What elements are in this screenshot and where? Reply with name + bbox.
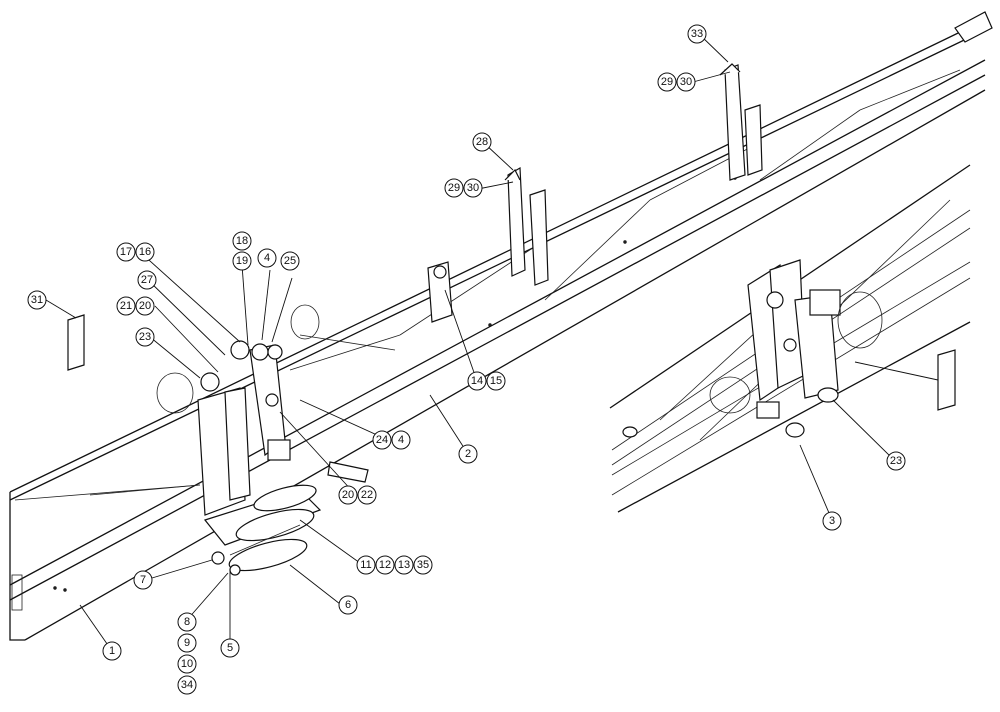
callout-33: 33	[687, 24, 707, 44]
callout-label: 12	[379, 559, 391, 571]
callout-16: 16	[135, 242, 155, 262]
callout-27: 27	[137, 270, 157, 290]
callout-label: 14	[471, 375, 483, 387]
callout-21: 21	[116, 296, 136, 316]
callout-23-left: 23	[135, 327, 155, 347]
callout-13: 13	[394, 555, 414, 575]
callout-label: 34	[181, 679, 193, 691]
callout-label: 30	[467, 182, 479, 194]
callout-28: 28	[472, 132, 492, 152]
callout-label: 11	[360, 559, 371, 571]
callout-7: 7	[133, 570, 153, 590]
callout-label: 29	[448, 182, 460, 194]
callout-4-upper: 4	[257, 248, 277, 268]
callout-14: 14	[467, 371, 487, 391]
callout-label: 19	[236, 255, 248, 267]
callout-label: 29	[661, 76, 673, 88]
callout-label: 2	[465, 448, 471, 460]
callout-label: 20	[139, 300, 151, 312]
pivot-bracket-assembly	[156, 304, 369, 516]
callout-1: 1	[102, 641, 122, 661]
callout-label: 9	[184, 637, 190, 649]
breakaway-support-2	[719, 63, 763, 181]
callout-11: 11	[356, 555, 376, 575]
callout-label: 13	[398, 559, 410, 571]
callout-5: 5	[220, 638, 240, 658]
callout-label: 21	[120, 300, 132, 312]
callout-label: 5	[227, 642, 233, 654]
callout-label: 17	[120, 246, 132, 258]
callout-label: 35	[417, 559, 429, 571]
main-boom	[9, 11, 993, 641]
callout-12: 12	[375, 555, 395, 575]
callout-label: 4	[264, 252, 270, 264]
callout-label: 30	[680, 76, 692, 88]
callout-31: 31	[27, 290, 47, 310]
callout-25: 25	[280, 251, 300, 271]
callout-34: 34	[177, 675, 197, 695]
callout-8: 8	[177, 612, 197, 632]
callout-label: 18	[236, 235, 248, 247]
callout-label: 25	[284, 255, 296, 267]
decal-plate	[67, 314, 85, 371]
leader-lines	[45, 34, 939, 652]
callout-4-lower: 4	[391, 430, 411, 450]
callout-15: 15	[486, 371, 506, 391]
callout-label: 28	[476, 136, 488, 148]
callout-10: 10	[177, 654, 197, 674]
callout-17: 17	[116, 242, 136, 262]
callout-9: 9	[177, 633, 197, 653]
callout-label: 22	[361, 489, 373, 501]
callout-2: 2	[458, 444, 478, 464]
callout-22: 22	[357, 485, 377, 505]
callout-20-upper: 20	[135, 296, 155, 316]
callout-label: 16	[139, 246, 151, 258]
callout-30-left: 30	[463, 178, 483, 198]
callout-18: 18	[232, 231, 252, 251]
callout-3: 3	[822, 511, 842, 531]
callout-label: 33	[691, 28, 703, 40]
callout-35: 35	[413, 555, 433, 575]
callout-6: 6	[338, 595, 358, 615]
breakaway-support-1	[427, 166, 549, 323]
callout-label: 10	[181, 658, 193, 670]
callout-label: 4	[398, 434, 404, 446]
callout-label: 7	[140, 574, 146, 586]
callout-label: 6	[345, 599, 351, 611]
roller-guide-assembly	[203, 484, 322, 576]
callout-23-right: 23	[886, 451, 906, 471]
detail-view	[609, 164, 971, 513]
callout-label: 3	[829, 515, 835, 527]
callout-24: 24	[372, 430, 392, 450]
callout-label: 23	[139, 331, 151, 343]
callout-label: 23	[890, 455, 902, 467]
callout-label: 31	[31, 294, 43, 306]
callout-29-right: 29	[657, 72, 677, 92]
callout-label: 15	[490, 375, 502, 387]
callout-label: 24	[376, 434, 388, 446]
callout-label: 27	[141, 274, 153, 286]
callout-30-right: 30	[676, 72, 696, 92]
callout-label: 1	[109, 645, 115, 657]
callout-29-left: 29	[444, 178, 464, 198]
callout-label: 8	[184, 616, 190, 628]
callout-20-lower: 20	[338, 485, 358, 505]
callout-19: 19	[232, 251, 252, 271]
callout-label: 20	[342, 489, 354, 501]
